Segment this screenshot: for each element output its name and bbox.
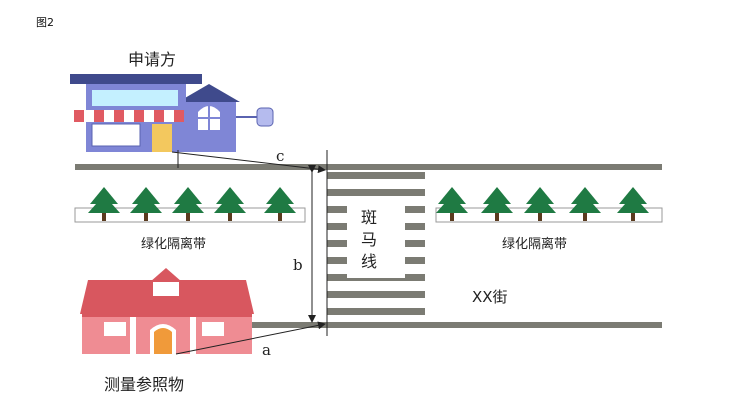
street-label: XX街: [472, 288, 508, 306]
distance-c-label: c: [276, 147, 285, 165]
reference-label: 测量参照物: [104, 375, 185, 394]
upper-road-line: [75, 164, 662, 170]
crosswalk-label: 斑马线: [360, 208, 377, 271]
shop-house-icon: [70, 74, 274, 152]
figure-label: 图2: [36, 16, 54, 29]
applicant-label: 申请方: [128, 50, 177, 69]
green-belt-left-label: 绿化隔离带: [141, 237, 207, 252]
distance-b-label: b: [293, 256, 303, 274]
distance-a-label: a: [262, 341, 271, 359]
line-c: [171, 151, 326, 174]
line-a: [175, 321, 326, 355]
house-icon: [80, 268, 254, 354]
green-belt-right-label: 绿化隔离带: [502, 237, 568, 252]
lower-road-line: [250, 322, 662, 328]
crosswalk-label-box: [347, 200, 405, 278]
